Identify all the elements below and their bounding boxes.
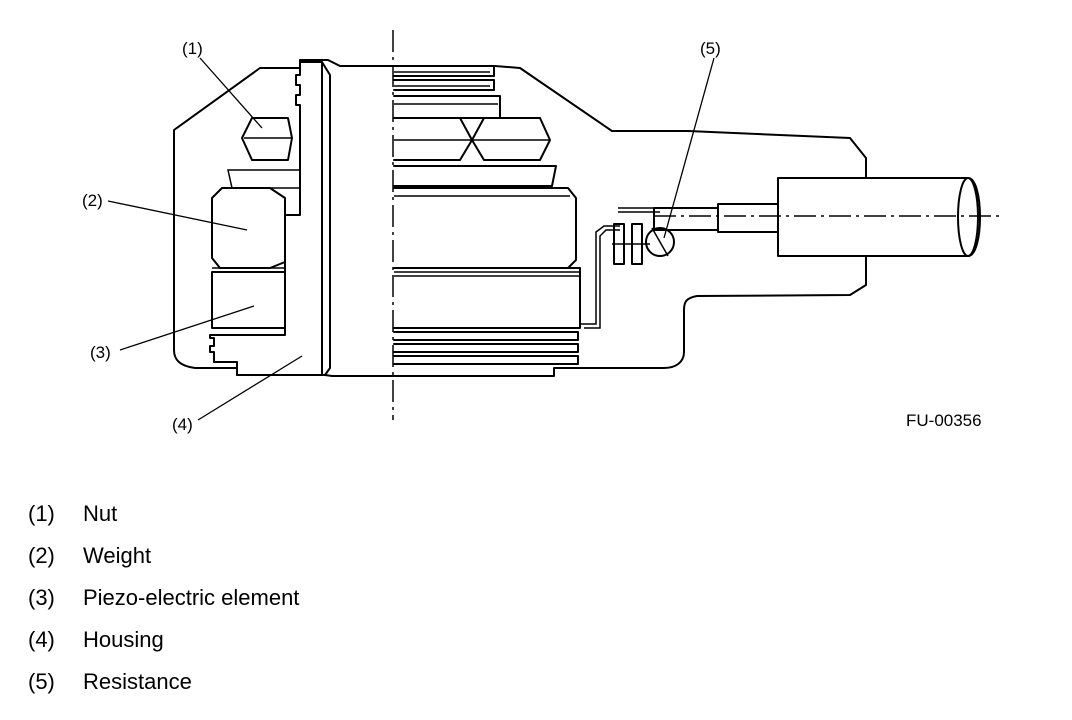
lead-wire bbox=[580, 225, 620, 325]
cable-sleeve-outer bbox=[717, 203, 779, 233]
legend-number: (3) bbox=[28, 585, 55, 610]
cable-sleeve-inner bbox=[653, 207, 719, 231]
legend-item: (1) Nut bbox=[28, 493, 299, 535]
sensor-housing-outline bbox=[173, 59, 867, 377]
figure-code: FU-00356 bbox=[906, 411, 982, 430]
nut-right bbox=[393, 117, 473, 161]
legend-label: Weight bbox=[83, 543, 152, 568]
legend-label: Nut bbox=[83, 501, 118, 526]
legend-number: (1) bbox=[28, 501, 55, 526]
legend-number: (5) bbox=[28, 669, 55, 694]
weight-left bbox=[211, 187, 286, 269]
legend-label: Housing bbox=[83, 627, 164, 652]
piezo-element-left bbox=[211, 271, 286, 329]
weight-right bbox=[393, 187, 577, 269]
inner-housing-boss bbox=[209, 61, 331, 376]
legend-label: Resistance bbox=[83, 669, 192, 694]
callout-1: (1) bbox=[182, 39, 203, 58]
callout-2: (2) bbox=[82, 191, 103, 210]
legend-number: (2) bbox=[28, 543, 55, 568]
callout-4: (4) bbox=[172, 415, 193, 434]
callout-5: (5) bbox=[700, 39, 721, 58]
legend-number: (4) bbox=[28, 627, 55, 652]
piezo-element-right bbox=[393, 267, 581, 329]
legend-item: (4) Housing bbox=[28, 619, 299, 661]
legend-item: (3) Piezo-electric element bbox=[28, 577, 299, 619]
legend-item: (2) Weight bbox=[28, 535, 299, 577]
resistance-element bbox=[645, 227, 675, 257]
cable-body bbox=[777, 177, 981, 257]
threaded-stack bbox=[393, 65, 581, 365]
legend-label: Piezo-electric element bbox=[83, 585, 300, 610]
legend-item: (5) Resistance bbox=[28, 661, 299, 703]
parts-legend: (1) Nut (2) Weight (3) Piezo-electric el… bbox=[28, 493, 299, 703]
nut-left bbox=[241, 117, 293, 161]
knock-sensor-diagram: (1) (2) (3) (4) (5) FU-00356 bbox=[82, 30, 1000, 434]
callout-3: (3) bbox=[90, 343, 111, 362]
